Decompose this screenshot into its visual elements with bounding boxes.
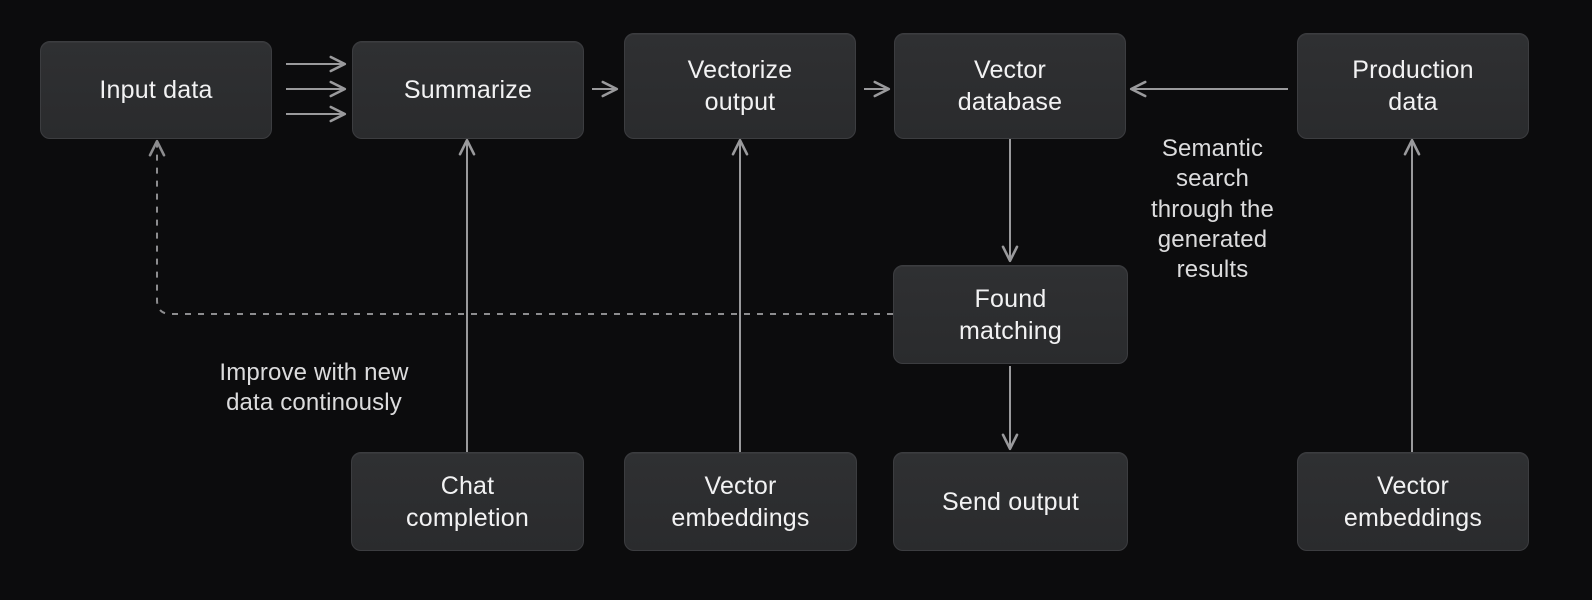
node-found-matching[interactable]: Found matching: [893, 265, 1128, 364]
semantic-search-label: Semantic search through the generated re…: [1135, 104, 1290, 285]
improve-loop-label-text: Improve with new data continously: [219, 359, 409, 417]
node-chat-completion-label: Chat completion: [406, 471, 529, 532]
node-input-data-label: Input data: [99, 76, 213, 104]
improve-loop-label: Improve with new data continously: [178, 328, 450, 419]
node-vector-embeddings-left[interactable]: Vector embeddings: [624, 452, 857, 551]
node-vectorize-output-label: Vectorize output: [687, 56, 793, 116]
node-production-data[interactable]: Production data: [1297, 33, 1529, 139]
node-vector-embeddings-right-label: Vector embeddings: [1343, 471, 1483, 532]
node-found-matching-label: Found matching: [958, 284, 1063, 345]
edge-found-to-input-feedback: [148, 139, 893, 315]
node-summarize-label: Summarize: [403, 76, 533, 104]
node-vector-database[interactable]: Vector database: [894, 33, 1126, 139]
node-vector-database-label: Vector database: [957, 56, 1063, 116]
node-vectorize-output[interactable]: Vectorize output: [624, 33, 856, 139]
node-chat-completion[interactable]: Chat completion: [351, 452, 584, 551]
node-vector-embeddings-left-label: Vector embeddings: [671, 471, 810, 532]
node-input-data[interactable]: Input data: [40, 41, 272, 139]
semantic-search-label-text: Semantic search through the generated re…: [1150, 135, 1275, 284]
node-send-output[interactable]: Send output: [893, 452, 1128, 551]
node-summarize[interactable]: Summarize: [352, 41, 584, 139]
node-production-data-label: Production data: [1352, 56, 1474, 116]
node-send-output-label: Send output: [941, 487, 1080, 516]
node-vector-embeddings-right[interactable]: Vector embeddings: [1297, 452, 1529, 551]
